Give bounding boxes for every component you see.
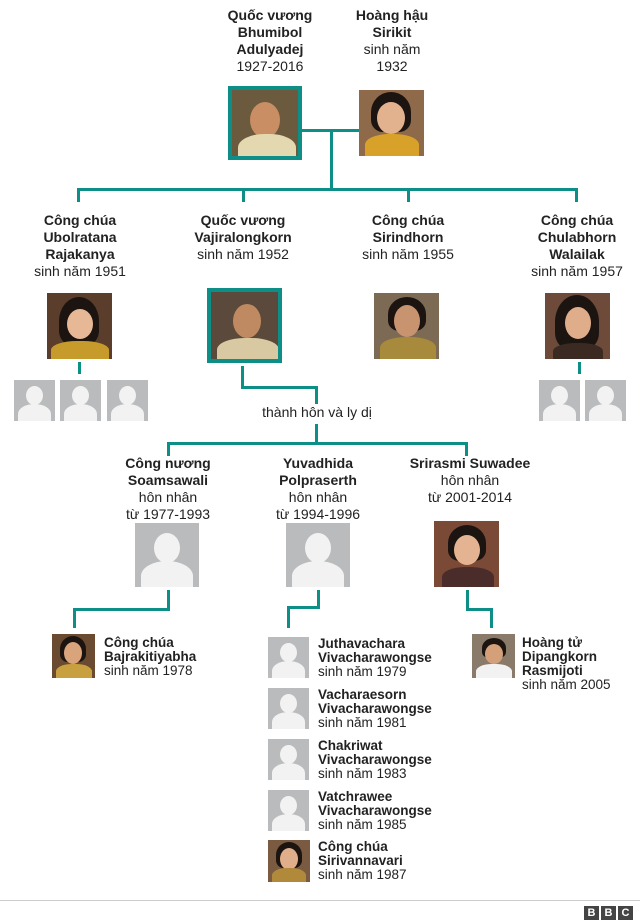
sirindhorn-photo <box>374 293 439 359</box>
ubolratana-photo <box>47 293 112 359</box>
child-placeholder-avatar <box>60 380 101 421</box>
chulabhorn-photo <box>545 293 610 359</box>
king-bhumibol-photo <box>228 86 302 160</box>
sirindhorn-label: Công chúa Sirindhorn sinh năm 1955 <box>362 212 454 262</box>
vacharaesorn-label: Vacharaesorn Vivacharawongse sinh năm 19… <box>318 687 432 730</box>
soamsawali-label: Công nương Soamsawali hôn nhân từ 1977-1… <box>125 455 211 522</box>
yuvadhida-label: Yuvadhida Polpraserth hôn nhân từ 1994-1… <box>275 455 361 522</box>
chakriwat-label: Chakriwat Vivacharawongse sinh năm 1983 <box>318 738 432 781</box>
bbc-logo: B B C <box>584 906 633 920</box>
vatchrawee-label: Vatchrawee Vivacharawongse sinh năm 1985 <box>318 789 432 832</box>
bajrakitiyabha-label: Công chúa Bajrakitiyabha sinh năm 1978 <box>104 635 197 678</box>
chulabhorn-label: Công chúa Chulabhorn Walailak sinh năm 1… <box>531 212 623 279</box>
child-placeholder-avatar <box>585 380 626 421</box>
dipangkorn-label: Hoàng tử Dipangkorn Rasmijoti sinh năm 2… <box>522 635 611 692</box>
vajiralongkorn-label: Quốc vương Vajiralongkorn sinh năm 1952 <box>194 212 292 262</box>
juthavachara-label: Juthavachara Vivacharawongse sinh năm 19… <box>318 636 432 679</box>
sirivannavari-photo <box>268 840 310 882</box>
dipangkorn-photo <box>472 634 515 678</box>
child-placeholder-avatar <box>268 637 309 678</box>
vajiralongkorn-photo <box>207 288 282 363</box>
footer-divider <box>0 900 640 901</box>
yuvadhida-placeholder-avatar <box>286 523 350 587</box>
child-placeholder-avatar <box>268 790 309 831</box>
child-placeholder-avatar <box>268 688 309 729</box>
queen-sirikit-label: Hoàng hậu Sirikit sinh năm 1932 <box>355 7 429 74</box>
bajrakitiyabha-photo <box>52 634 95 678</box>
child-placeholder-avatar <box>268 739 309 780</box>
child-placeholder-avatar <box>14 380 55 421</box>
king-bhumibol-label: Quốc vương Bhumibol Adulyadej 1927-2016 <box>227 7 313 74</box>
child-placeholder-avatar <box>107 380 148 421</box>
srirasmi-photo <box>434 521 499 587</box>
ubolratana-label: Công chúa Ubolratana Rajakanya sinh năm … <box>34 212 126 279</box>
queen-sirikit-photo <box>359 90 424 156</box>
soamsawali-placeholder-avatar <box>135 523 199 587</box>
srirasmi-label: Srirasmi Suwadee hôn nhân từ 2001-2014 <box>409 455 531 505</box>
child-placeholder-avatar <box>539 380 580 421</box>
sirivannavari-label: Công chúa Sirivannavari sinh năm 1987 <box>318 839 407 882</box>
marriage-label: thành hôn và ly dị <box>237 404 397 421</box>
